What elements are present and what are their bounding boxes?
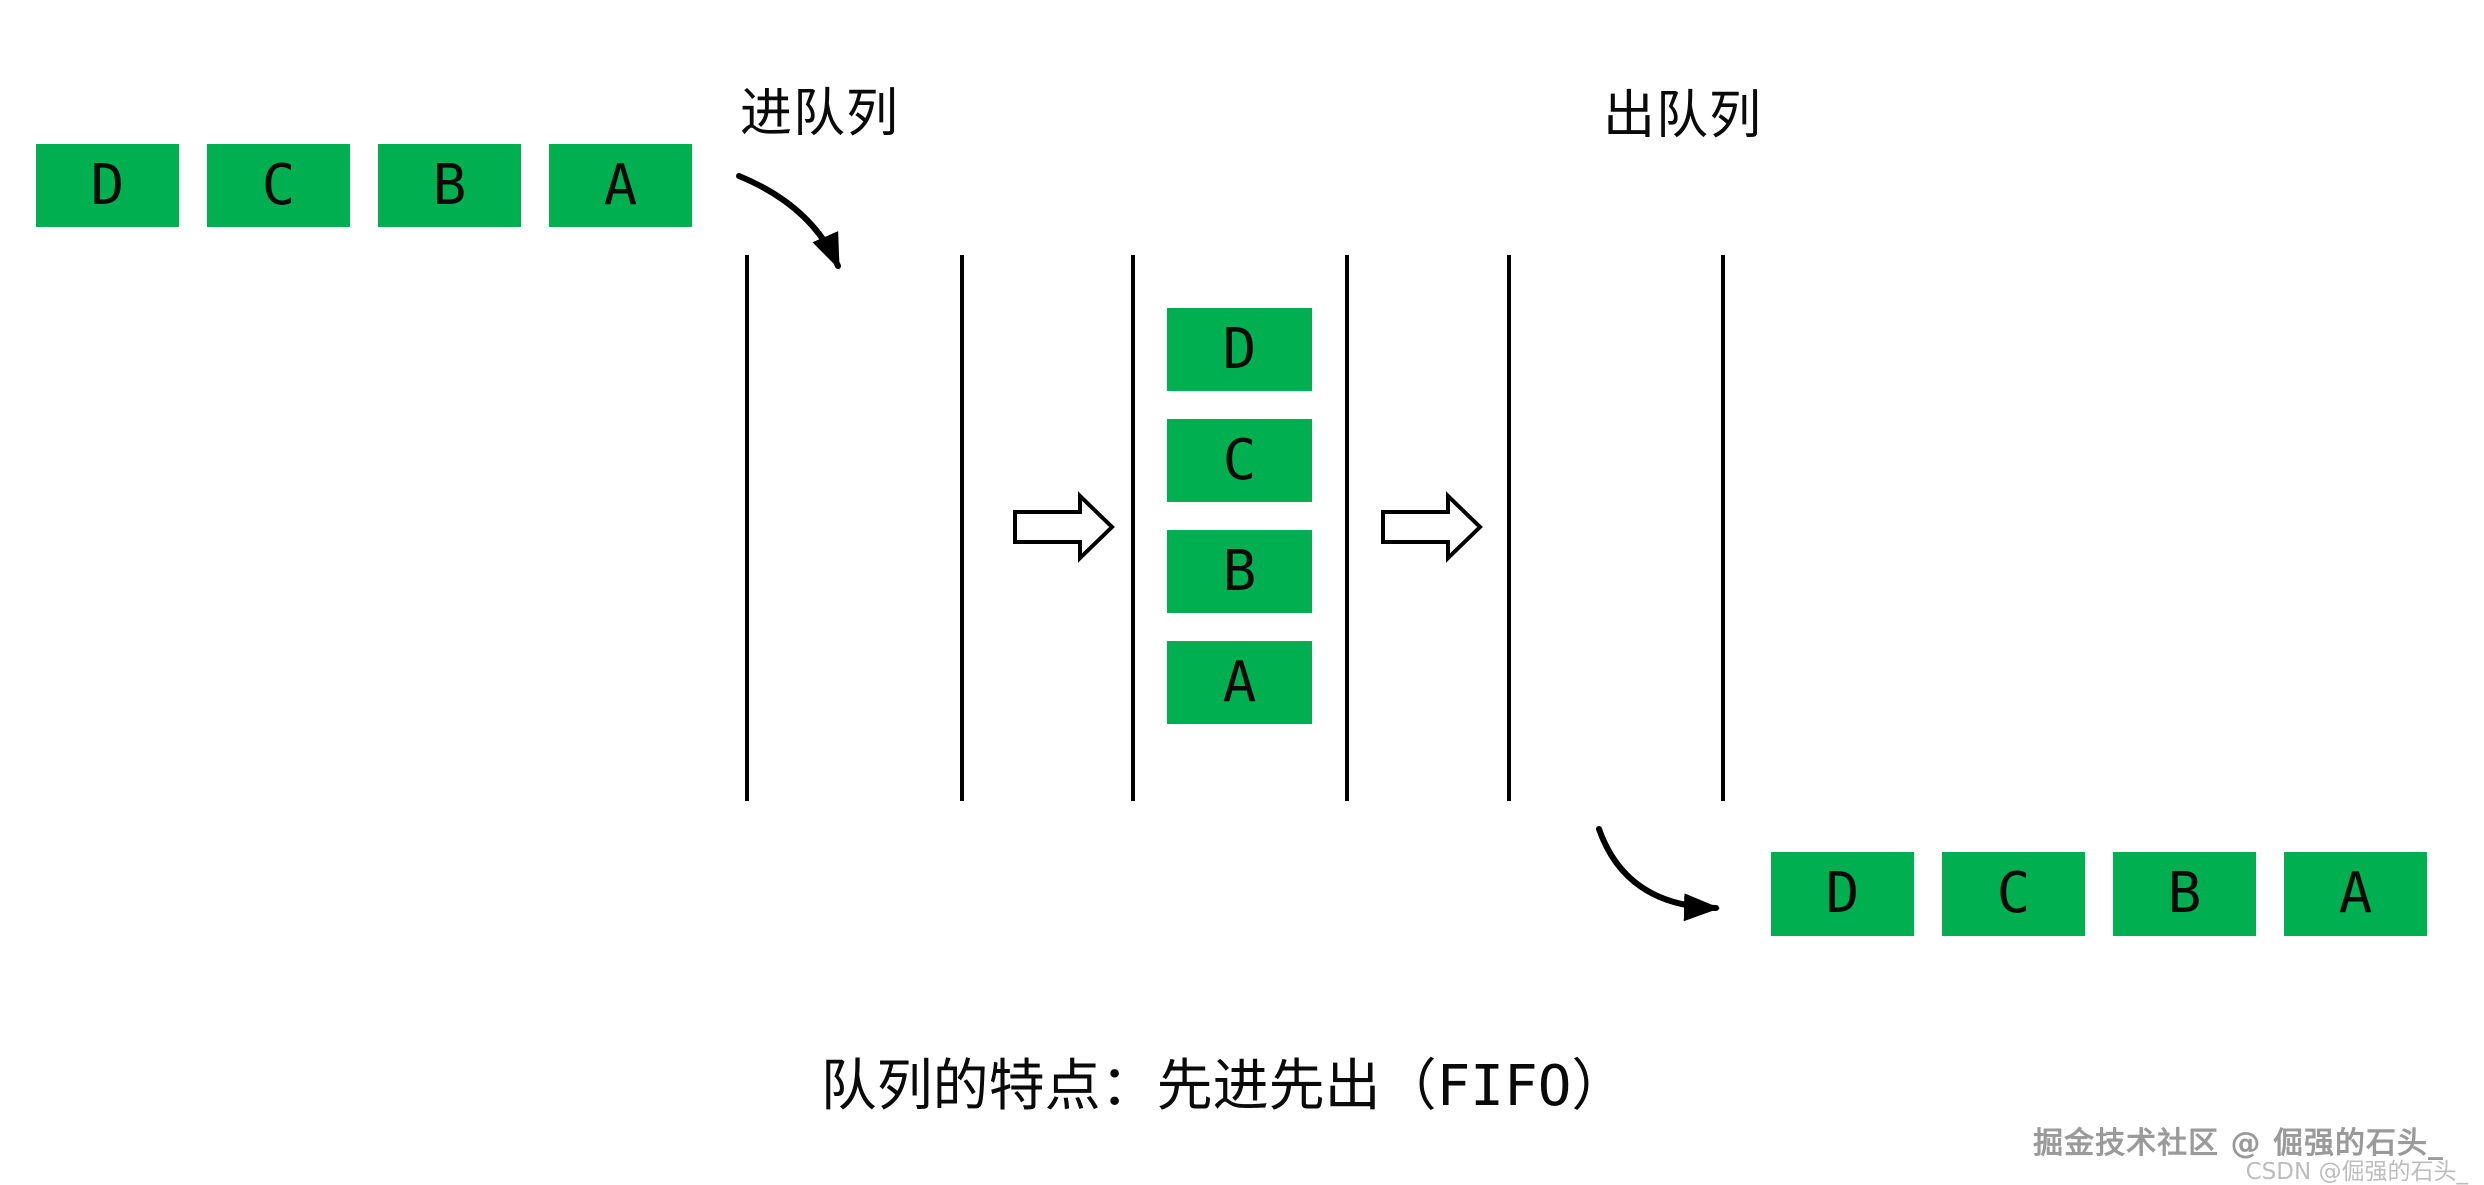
incoming-item-box: C — [207, 144, 350, 227]
queue-item-label: C — [1222, 427, 1257, 493]
enqueue-curve-arrow-icon — [736, 173, 841, 270]
outgoing-item-label: A — [2338, 861, 2373, 926]
incoming-item-label: C — [261, 152, 296, 218]
queue-item-label: A — [1222, 649, 1257, 715]
queue-lane-line — [1345, 255, 1349, 801]
outgoing-item-label: D — [1825, 861, 1860, 926]
queue-lane-line — [745, 255, 749, 801]
queue-item-box: B — [1167, 530, 1312, 613]
dequeue-curve-arrow-icon — [1596, 826, 1720, 922]
queue-item-label: D — [1222, 316, 1257, 382]
queue-item-box: A — [1167, 641, 1312, 724]
queue-lane-line — [1507, 255, 1511, 801]
incoming-item-box: D — [36, 144, 179, 227]
incoming-item-label: D — [90, 152, 125, 218]
queue-lane-line — [960, 255, 964, 801]
incoming-item-box: B — [378, 144, 521, 227]
queue-item-box: D — [1167, 308, 1312, 391]
outgoing-item-label: B — [2167, 861, 2202, 926]
outgoing-item-box: B — [2113, 852, 2256, 936]
diagram-caption: 队列的特点：先进先出（FIFO） — [820, 1054, 1628, 1119]
queue-lane-line — [1721, 255, 1725, 801]
outgoing-item-box: C — [1942, 852, 2085, 936]
outgoing-item-box: D — [1771, 852, 1914, 936]
queue-lane-line — [1131, 255, 1135, 801]
incoming-item-label: A — [603, 152, 638, 218]
enqueue-label: 进队列 — [740, 84, 900, 144]
outgoing-item-box: A — [2284, 852, 2427, 936]
flow-arrow-out-icon — [1381, 491, 1483, 563]
outgoing-item-label: C — [1996, 861, 2031, 926]
queue-item-box: C — [1167, 419, 1312, 502]
dequeue-label: 出队列 — [1603, 86, 1763, 146]
incoming-item-box: A — [549, 144, 692, 227]
watermark-csdn: CSDN @倔强的石头_ — [2245, 1159, 2468, 1185]
queue-item-label: B — [1222, 538, 1257, 604]
watermark-juejin: 掘金技术社区 @ 倔强的石头_ — [2033, 1126, 2444, 1161]
flow-arrow-in-icon — [1013, 491, 1115, 563]
incoming-item-label: B — [432, 152, 467, 218]
